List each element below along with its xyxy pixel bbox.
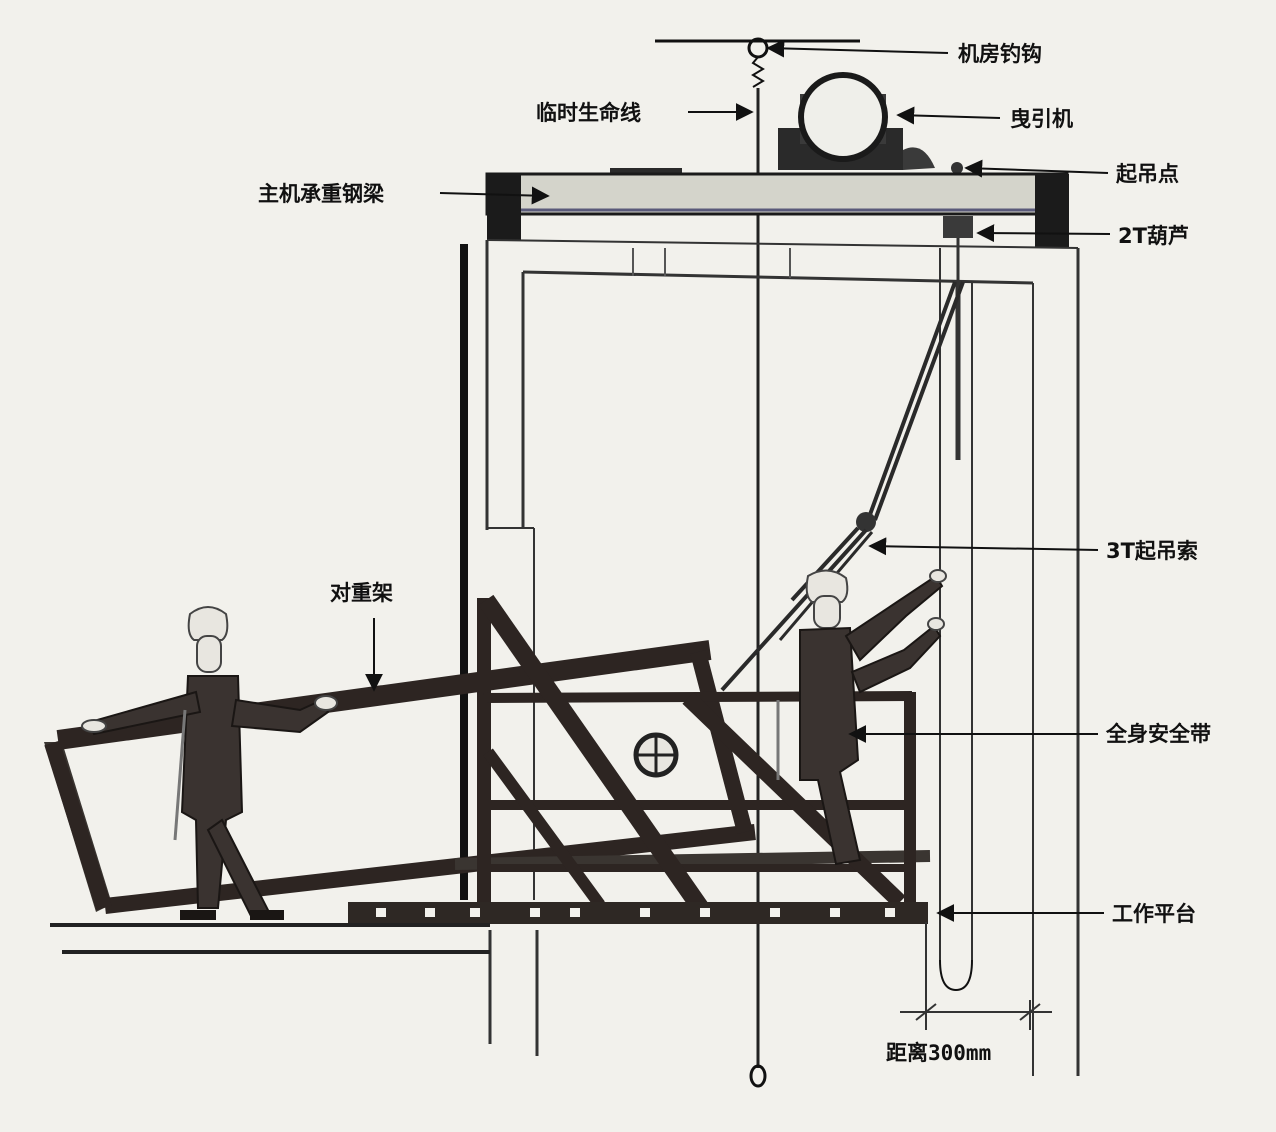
traction-machine	[610, 72, 935, 176]
hoistway-walls	[460, 239, 1080, 1076]
hoist-2t	[943, 216, 973, 282]
guide-rail-loop	[939, 248, 973, 992]
label-sling-3t: 3T起吊索	[1106, 539, 1198, 563]
label-distance: 距离300mm	[886, 1041, 991, 1065]
label-full-body-harness: 全身安全带	[1105, 722, 1211, 746]
label-work-platform: 工作平台	[1112, 902, 1196, 926]
label-traction-machine: 曳引机	[1010, 107, 1073, 131]
work-platform	[348, 594, 928, 924]
lifeline-end-hook	[749, 1064, 767, 1088]
label-temporary-lifeline: 临时生命线	[536, 101, 641, 125]
distance-dimension	[900, 922, 1052, 1030]
ceiling-cross-members	[632, 248, 791, 278]
label-hoist-2t: 2T葫芦	[1118, 224, 1189, 248]
lifting-point-marker	[951, 162, 963, 174]
counterweight-sheave	[633, 732, 679, 778]
label-machine-room-hook: 机房钓钩	[958, 42, 1042, 66]
worker-right	[776, 569, 947, 866]
worker-left	[81, 606, 338, 920]
label-lifting-point: 起吊点	[1115, 162, 1179, 186]
main-steel-beam	[485, 172, 1069, 248]
label-main-beam: 主机承重钢梁	[258, 182, 385, 206]
label-counterweight-frame: 对重架	[330, 581, 393, 605]
label-arrows	[365, 39, 1111, 922]
landing-floor	[50, 923, 490, 954]
